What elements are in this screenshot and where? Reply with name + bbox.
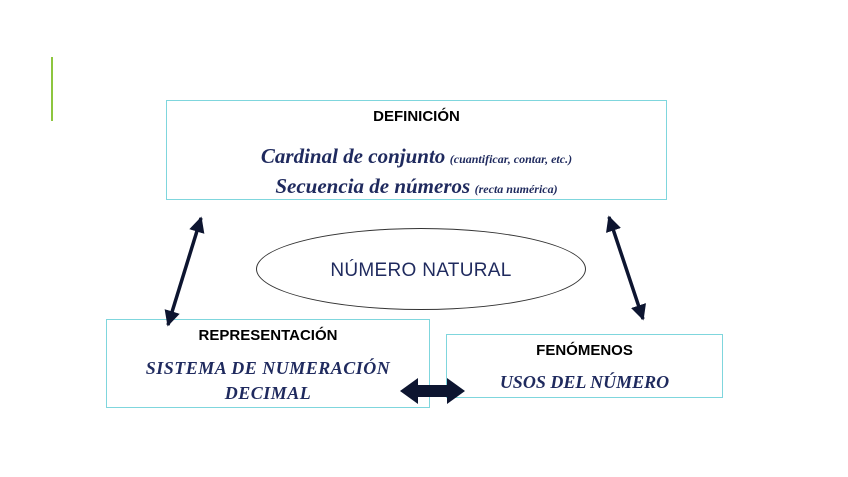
definition-line-2-main: Secuencia de números	[275, 174, 471, 198]
phenomena-title: FENÓMENOS	[536, 342, 633, 359]
definition-representation-arrow	[164, 216, 205, 327]
representation-box: REPRESENTACIÓN SISTEMA DE NUMERACIÓN DEC…	[106, 319, 430, 408]
definition-line-1: Cardinal de conjunto (cuantificar, conta…	[167, 144, 666, 169]
definition-line-1-main: Cardinal de conjunto	[260, 144, 446, 168]
phenomena-text: USOS DEL NÚMERO	[499, 372, 670, 392]
definition-line-2: Secuencia de números (recta numérica)	[167, 174, 666, 199]
representation-line-2: DECIMAL	[224, 383, 312, 403]
number-natural-ellipse: NÚMERO NATURAL	[256, 228, 586, 310]
representation-line-1: SISTEMA DE NUMERACIÓN	[145, 358, 391, 378]
definition-line-2-note: (recta numérica)	[474, 182, 558, 196]
definition-line-1-note: (cuantificar, contar, etc.)	[449, 152, 573, 166]
center-label: NÚMERO NATURAL	[330, 260, 512, 281]
definition-box: DEFINICIÓN Cardinal de conjunto (cuantif…	[166, 100, 667, 200]
phenomena-box: FENÓMENOS USOS DEL NÚMERO	[446, 334, 723, 398]
representation-title: REPRESENTACIÓN	[198, 327, 338, 344]
representation-phenomena-arrow	[400, 378, 465, 404]
accent-bar	[51, 57, 53, 121]
definition-title: DEFINICIÓN	[373, 108, 460, 125]
definition-phenomena-arrow	[606, 215, 646, 321]
